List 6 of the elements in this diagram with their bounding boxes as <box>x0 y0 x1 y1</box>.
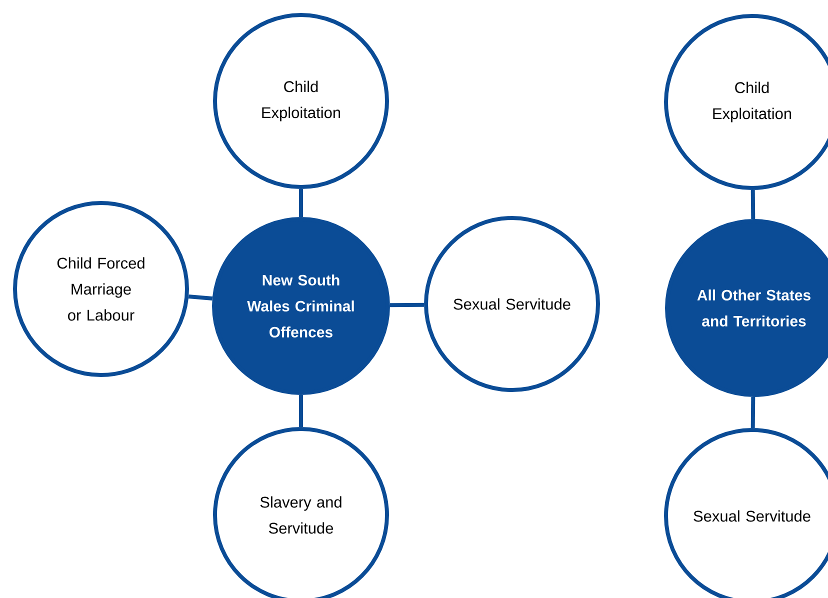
connector-line <box>299 395 303 427</box>
connector-line <box>750 190 756 220</box>
connector-line <box>188 294 212 300</box>
connector-line <box>390 302 424 308</box>
connector-line <box>299 189 303 217</box>
connector-line <box>750 396 756 428</box>
